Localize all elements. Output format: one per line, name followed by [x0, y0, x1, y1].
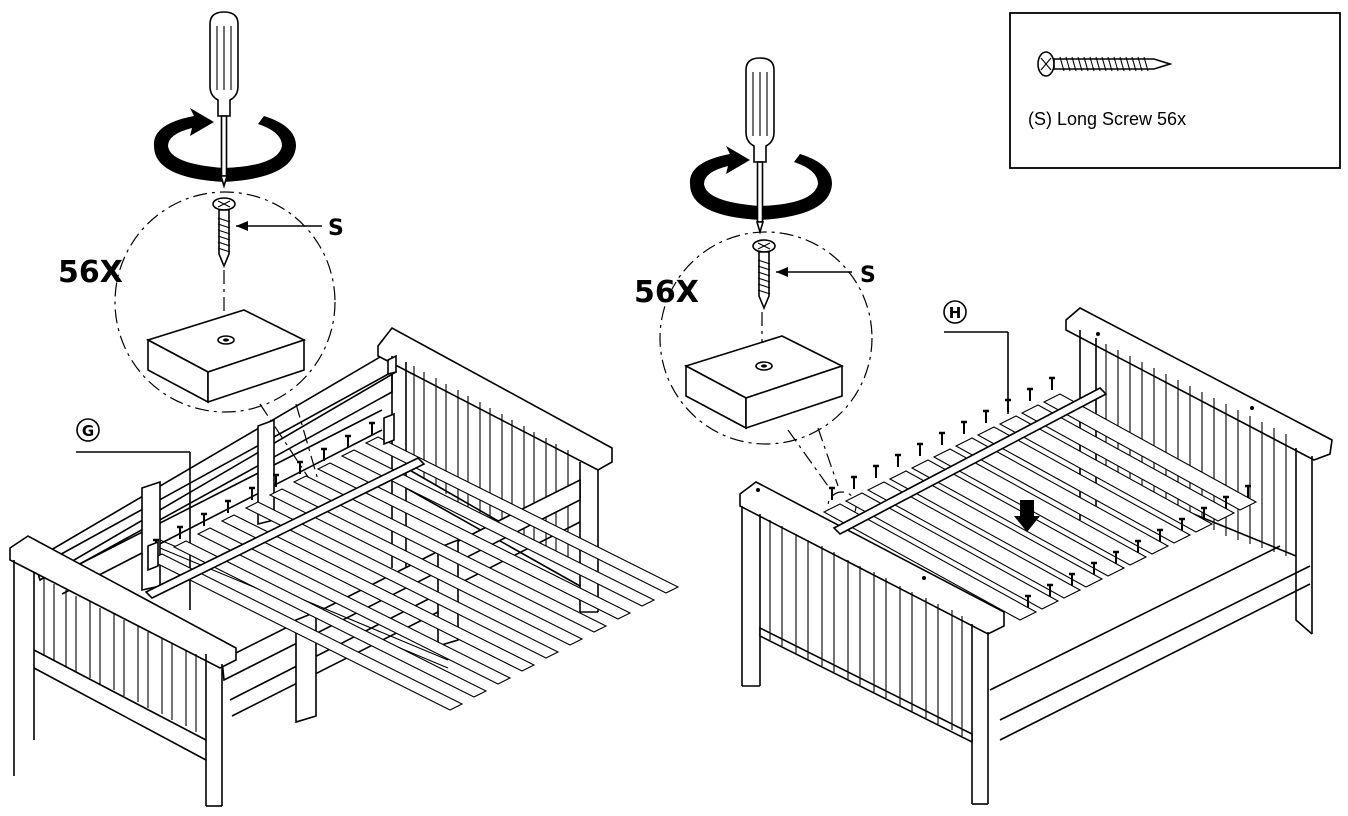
wood-block-icon	[685, 335, 843, 429]
slat-screw-icon	[959, 420, 969, 436]
slat-screw-icon	[295, 460, 305, 476]
right-screw-label: S	[860, 263, 876, 288]
slat-screw-icon	[1025, 387, 1035, 403]
left-part-callout: G	[76, 418, 100, 442]
slat-screw-icon	[915, 442, 925, 458]
slat-screw-icon	[1003, 398, 1013, 414]
slat-screw-icon	[871, 464, 881, 480]
legend-box: (S) Long Screw 56x	[1009, 12, 1341, 169]
screw-detail-icon	[212, 197, 236, 267]
right-part-label: H	[949, 304, 962, 322]
slat-screw-icon	[937, 431, 947, 447]
screwdriver-icon	[209, 11, 239, 187]
right-quantity-label: 56X	[634, 275, 699, 310]
legend-caption: (S) Long Screw 56x	[1028, 109, 1186, 129]
slat-screw-icon	[1047, 376, 1057, 392]
wood-block-icon	[147, 309, 305, 403]
long-screw-icon	[1037, 51, 1173, 77]
left-screw-label: S	[328, 216, 344, 241]
slat-screw-icon	[849, 475, 859, 491]
left-quantity-label: 56X	[58, 255, 123, 290]
left-part-label: G	[82, 422, 94, 440]
screw-detail-icon	[752, 239, 776, 309]
right-part-callout: H	[943, 300, 967, 324]
slat-screw-icon	[981, 409, 991, 425]
right-assembly	[659, 57, 1333, 805]
slat-screw-icon	[893, 453, 903, 469]
left-assembly	[9, 11, 680, 807]
